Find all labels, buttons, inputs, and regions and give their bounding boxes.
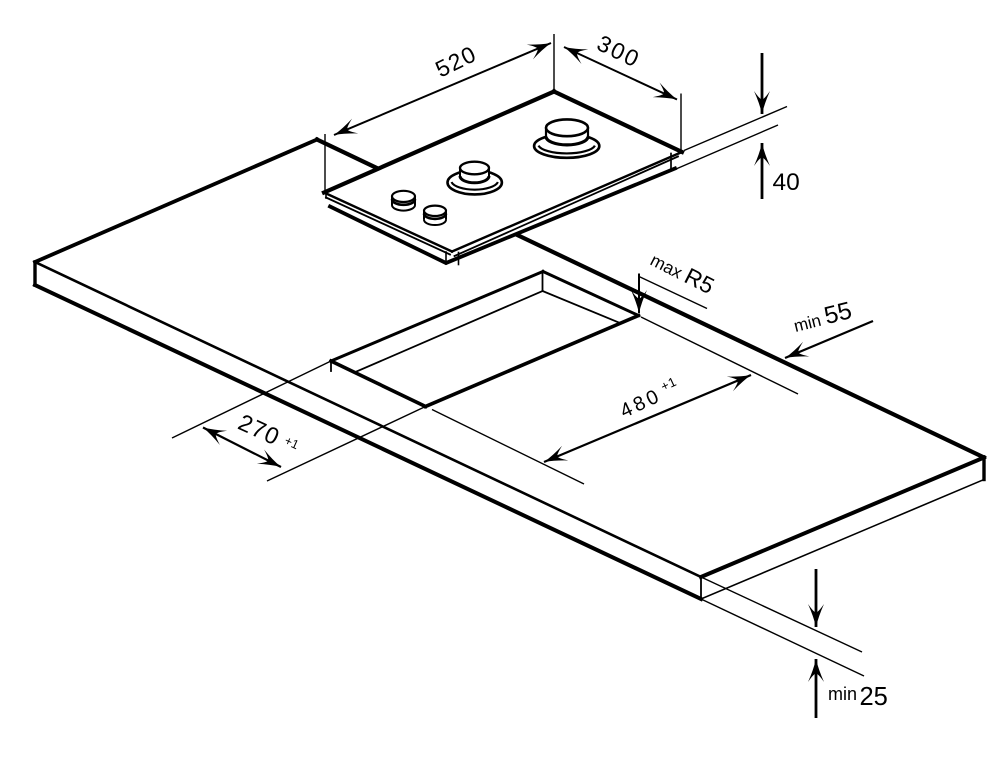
svg-text:min: min <box>828 684 857 704</box>
svg-text:+1: +1 <box>282 434 301 453</box>
svg-text:40: 40 <box>773 169 800 196</box>
svg-text:25: 25 <box>860 683 888 711</box>
svg-text:+1: +1 <box>658 374 679 394</box>
